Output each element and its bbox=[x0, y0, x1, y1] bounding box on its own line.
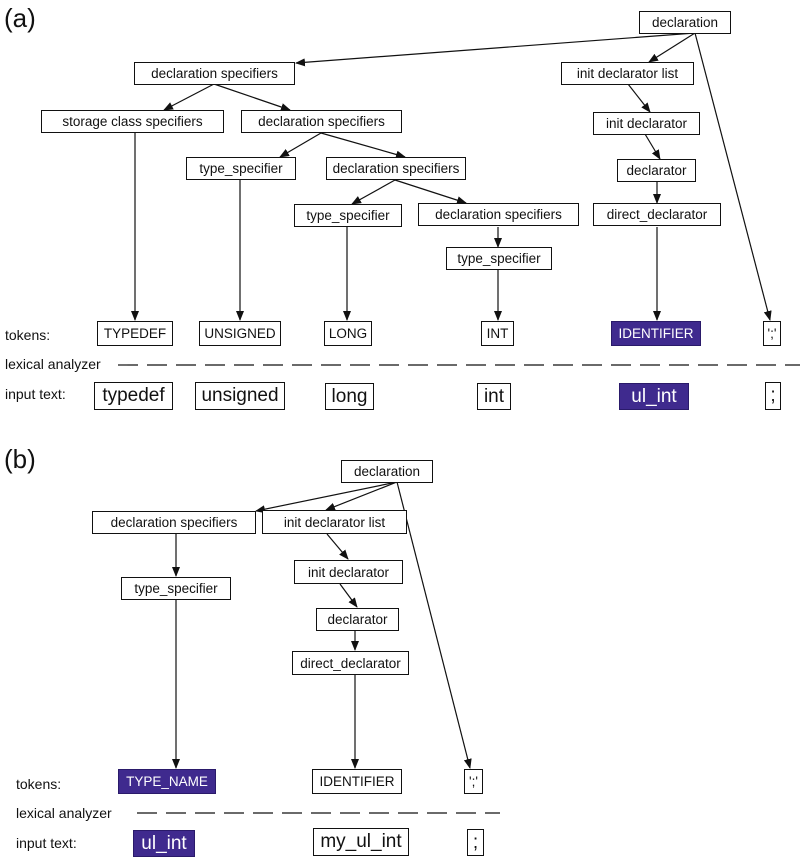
edge-a-declspec2-typespec1 bbox=[279, 132, 322, 158]
edge-a-root-declspec1 bbox=[295, 32, 696, 67]
b-token-type-name: TYPE_NAME bbox=[118, 769, 216, 794]
a-node-type-specifier-3: type_specifier bbox=[446, 247, 552, 270]
edge-b-root-initlist bbox=[325, 481, 398, 511]
a-node-init-declarator-list: init declarator list bbox=[561, 62, 694, 85]
a-node-init-declarator: init declarator bbox=[593, 112, 700, 135]
a-node-storage-class-specifiers: storage class specifiers bbox=[41, 110, 224, 133]
b-input-semicolon: ; bbox=[467, 829, 484, 856]
edge-a-initdecl-declarator bbox=[644, 133, 661, 160]
b-token-identifier: IDENTIFIER bbox=[312, 769, 402, 794]
b-input-ul-int: ul_int bbox=[133, 830, 195, 857]
a-token-identifier: IDENTIFIER bbox=[611, 321, 701, 346]
a-node-declaration-specifiers-1: declaration specifiers bbox=[134, 62, 295, 85]
a-input-typedef: typedef bbox=[94, 382, 173, 410]
edge-a-declspec1-storage bbox=[163, 83, 215, 111]
edge-b-initlist-initdecl bbox=[326, 533, 349, 560]
edge-a-declspec1-declspec2 bbox=[213, 83, 291, 111]
b-node-init-declarator-list: init declarator list bbox=[262, 510, 407, 534]
a-node-declaration-specifiers-4: declaration specifiers bbox=[418, 203, 579, 226]
edge-a-declspec2-declspec3 bbox=[320, 132, 406, 159]
edge-b-initdecl-declarator bbox=[339, 583, 358, 608]
a-token-long: LONG bbox=[324, 321, 372, 346]
a-input-unsigned: unsigned bbox=[195, 382, 285, 410]
a-input-label: input text: bbox=[5, 386, 66, 402]
a-node-direct-declarator: direct_declarator bbox=[593, 203, 721, 226]
panel-a-label: (a) bbox=[4, 3, 36, 33]
panel-b-label: (b) bbox=[4, 444, 36, 474]
b-lexer-label: lexical analyzer bbox=[16, 805, 112, 821]
b-tokens-label: tokens: bbox=[16, 776, 62, 792]
a-node-declaration-specifiers-2: declaration specifiers bbox=[241, 110, 402, 133]
edge-a-root-semicolon-token bbox=[694, 32, 772, 321]
a-node-declaration-specifiers-3: declaration specifiers bbox=[326, 157, 466, 180]
edge-a-initlist-initdecl bbox=[627, 83, 651, 113]
a-token-int: INT bbox=[481, 321, 514, 346]
edge-b-root-declspec bbox=[255, 481, 398, 514]
a-token-semicolon: ';' bbox=[763, 321, 781, 346]
b-node-declarator: declarator bbox=[316, 608, 399, 631]
b-node-type-specifier: type_specifier bbox=[121, 577, 231, 600]
edge-a-declspec3-typespec2 bbox=[351, 179, 396, 205]
a-input-int: int bbox=[477, 383, 511, 410]
b-node-direct-declarator: direct_declarator bbox=[292, 651, 409, 675]
b-input-label: input text: bbox=[16, 835, 77, 851]
a-token-unsigned: UNSIGNED bbox=[199, 321, 281, 346]
b-node-declaration: declaration bbox=[341, 460, 433, 483]
a-input-ul-int: ul_int bbox=[619, 383, 689, 410]
a-input-long: long bbox=[325, 383, 374, 410]
a-node-declarator: declarator bbox=[617, 159, 696, 182]
a-node-type-specifier-1: type_specifier bbox=[186, 157, 296, 180]
a-node-declaration: declaration bbox=[639, 11, 731, 34]
a-node-type-specifier-2: type_specifier bbox=[294, 204, 402, 227]
edge-a-declspec3-declspec4 bbox=[394, 179, 467, 205]
a-tokens-label: tokens: bbox=[5, 327, 51, 343]
a-lexer-label: lexical analyzer bbox=[5, 356, 101, 372]
b-node-declaration-specifiers: declaration specifiers bbox=[92, 511, 256, 534]
edge-a-root-initlist bbox=[648, 32, 696, 63]
b-token-semicolon: ';' bbox=[464, 769, 483, 794]
b-input-my-ul-int: my_ul_int bbox=[313, 828, 409, 856]
a-token-typedef: TYPEDEF bbox=[97, 321, 173, 346]
b-node-init-declarator: init declarator bbox=[294, 560, 403, 584]
edge-b-root-semicolon-token bbox=[396, 481, 472, 769]
a-input-semicolon: ; bbox=[765, 382, 781, 410]
